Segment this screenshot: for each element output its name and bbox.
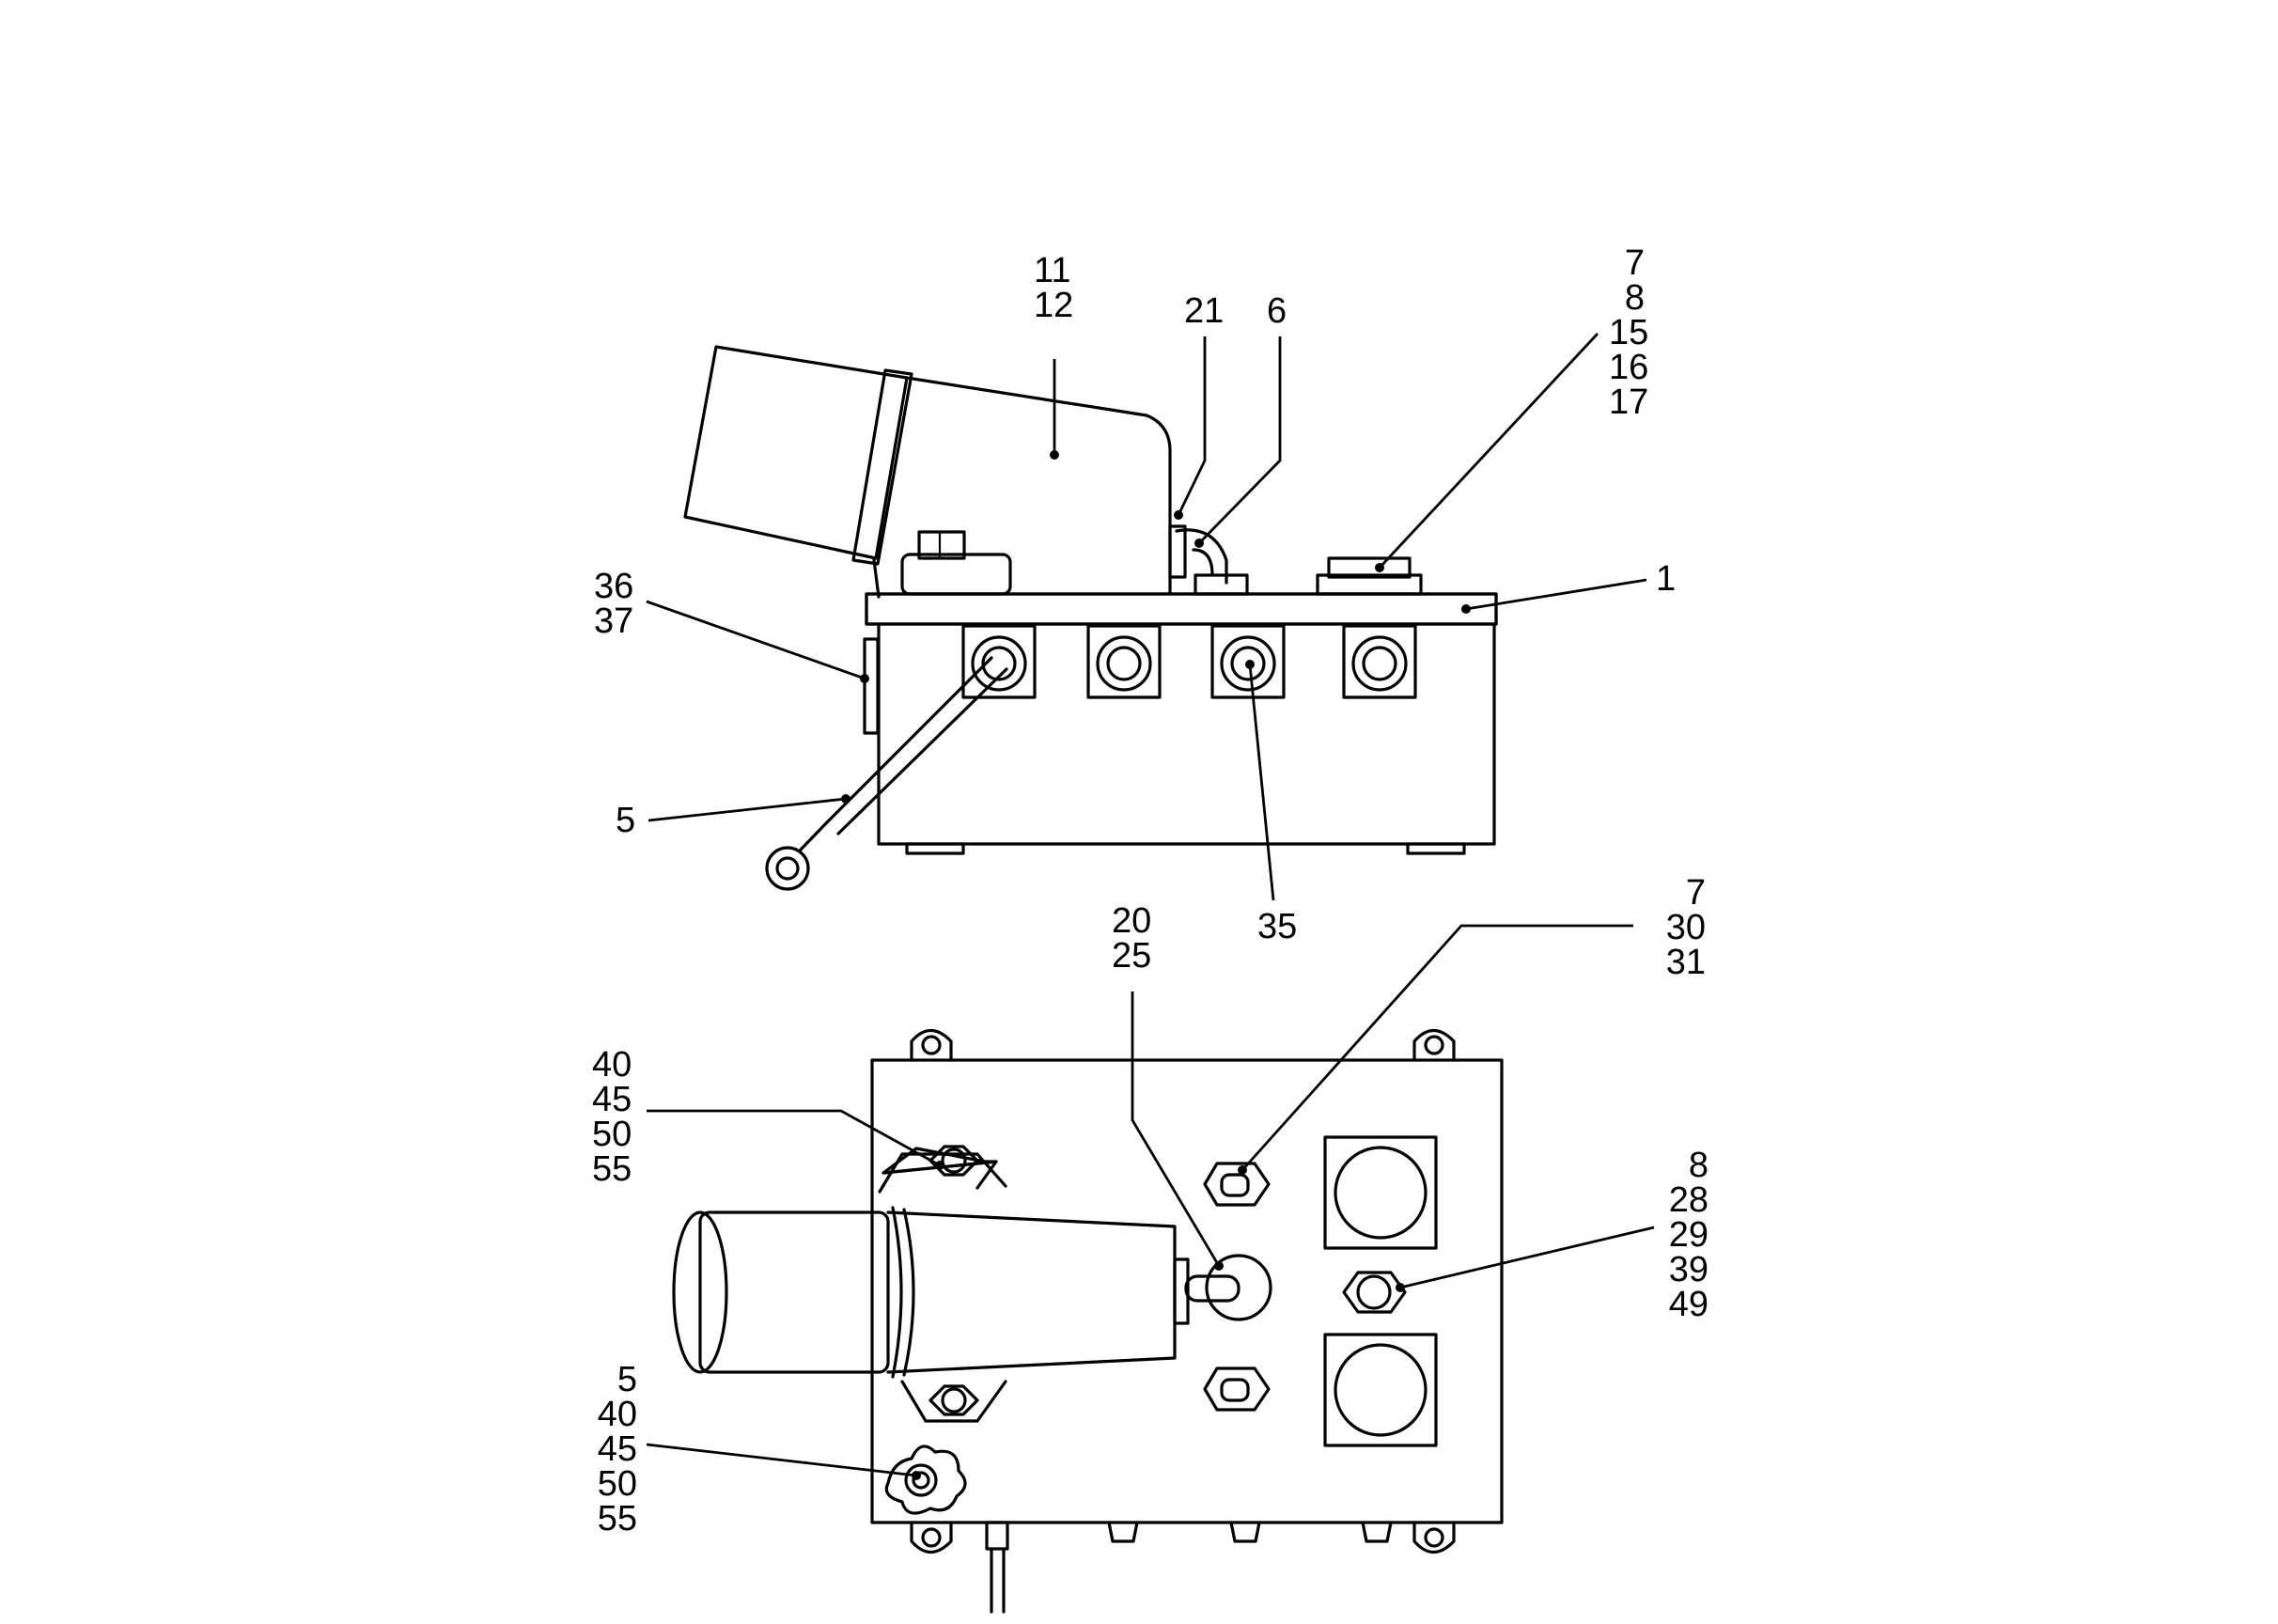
- leader-lines: [646, 333, 1655, 1480]
- top-nut: [900, 530, 1012, 596]
- plan-view-assembly: [672, 1028, 1504, 1614]
- housing-box: [863, 622, 1496, 855]
- cylinder-housing: [683, 345, 1172, 599]
- side-view-assembly: [683, 345, 1498, 891]
- cylinder-plan: [672, 1147, 1190, 1423]
- side-ports: [961, 624, 1417, 699]
- callout-1: 1: [1656, 559, 1677, 599]
- top-gland-fitting: [1316, 556, 1423, 596]
- callout-5-top: 5: [616, 801, 636, 840]
- callout-21: 21: [1184, 291, 1225, 331]
- ground-lead: [985, 1521, 1009, 1614]
- base-plate: [870, 1058, 1504, 1524]
- mounting-plate: [865, 592, 1498, 626]
- ground-strap: [765, 656, 1008, 891]
- right-fittings: [1323, 1135, 1438, 1447]
- mounting-lugs: [910, 1028, 1456, 1554]
- elbow-fitting: [1168, 524, 1249, 596]
- callout-35: 35: [1257, 907, 1298, 946]
- hex-nuts: [928, 1145, 979, 1416]
- callout-6: 6: [1267, 291, 1287, 331]
- wing-nut: [884, 1444, 967, 1515]
- center-ports: [1184, 1162, 1272, 1412]
